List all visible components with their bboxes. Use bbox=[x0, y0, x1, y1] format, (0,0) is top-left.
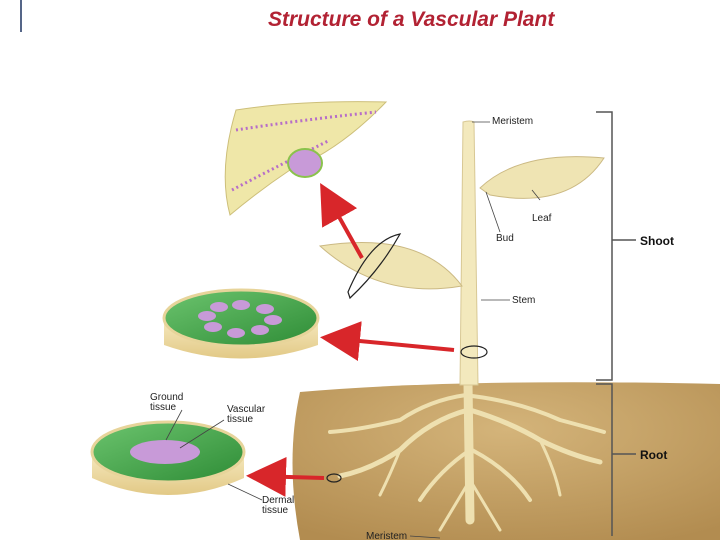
label-dermal-tissue: Dermal tissue bbox=[262, 496, 294, 516]
leaf-right bbox=[480, 157, 604, 199]
label-vascular-tissue: Vascular tissue bbox=[227, 405, 265, 425]
label-stem: Stem bbox=[512, 296, 535, 306]
label-bud: Bud bbox=[496, 234, 514, 244]
label-root: Root bbox=[640, 448, 667, 462]
label-meristem-bottom: Meristem bbox=[366, 532, 407, 542]
label-leaf: Leaf bbox=[532, 214, 551, 224]
label-shoot: Shoot bbox=[640, 234, 674, 248]
page-title: Structure of a Vascular Plant bbox=[268, 8, 554, 32]
slide-edge-line bbox=[20, 0, 22, 32]
label-ground-tissue: Ground tissue bbox=[150, 393, 183, 413]
stem bbox=[460, 121, 478, 385]
root-cross-section bbox=[92, 422, 244, 495]
stem-cross-section bbox=[164, 290, 318, 359]
label-meristem-top: Meristem bbox=[492, 117, 533, 127]
